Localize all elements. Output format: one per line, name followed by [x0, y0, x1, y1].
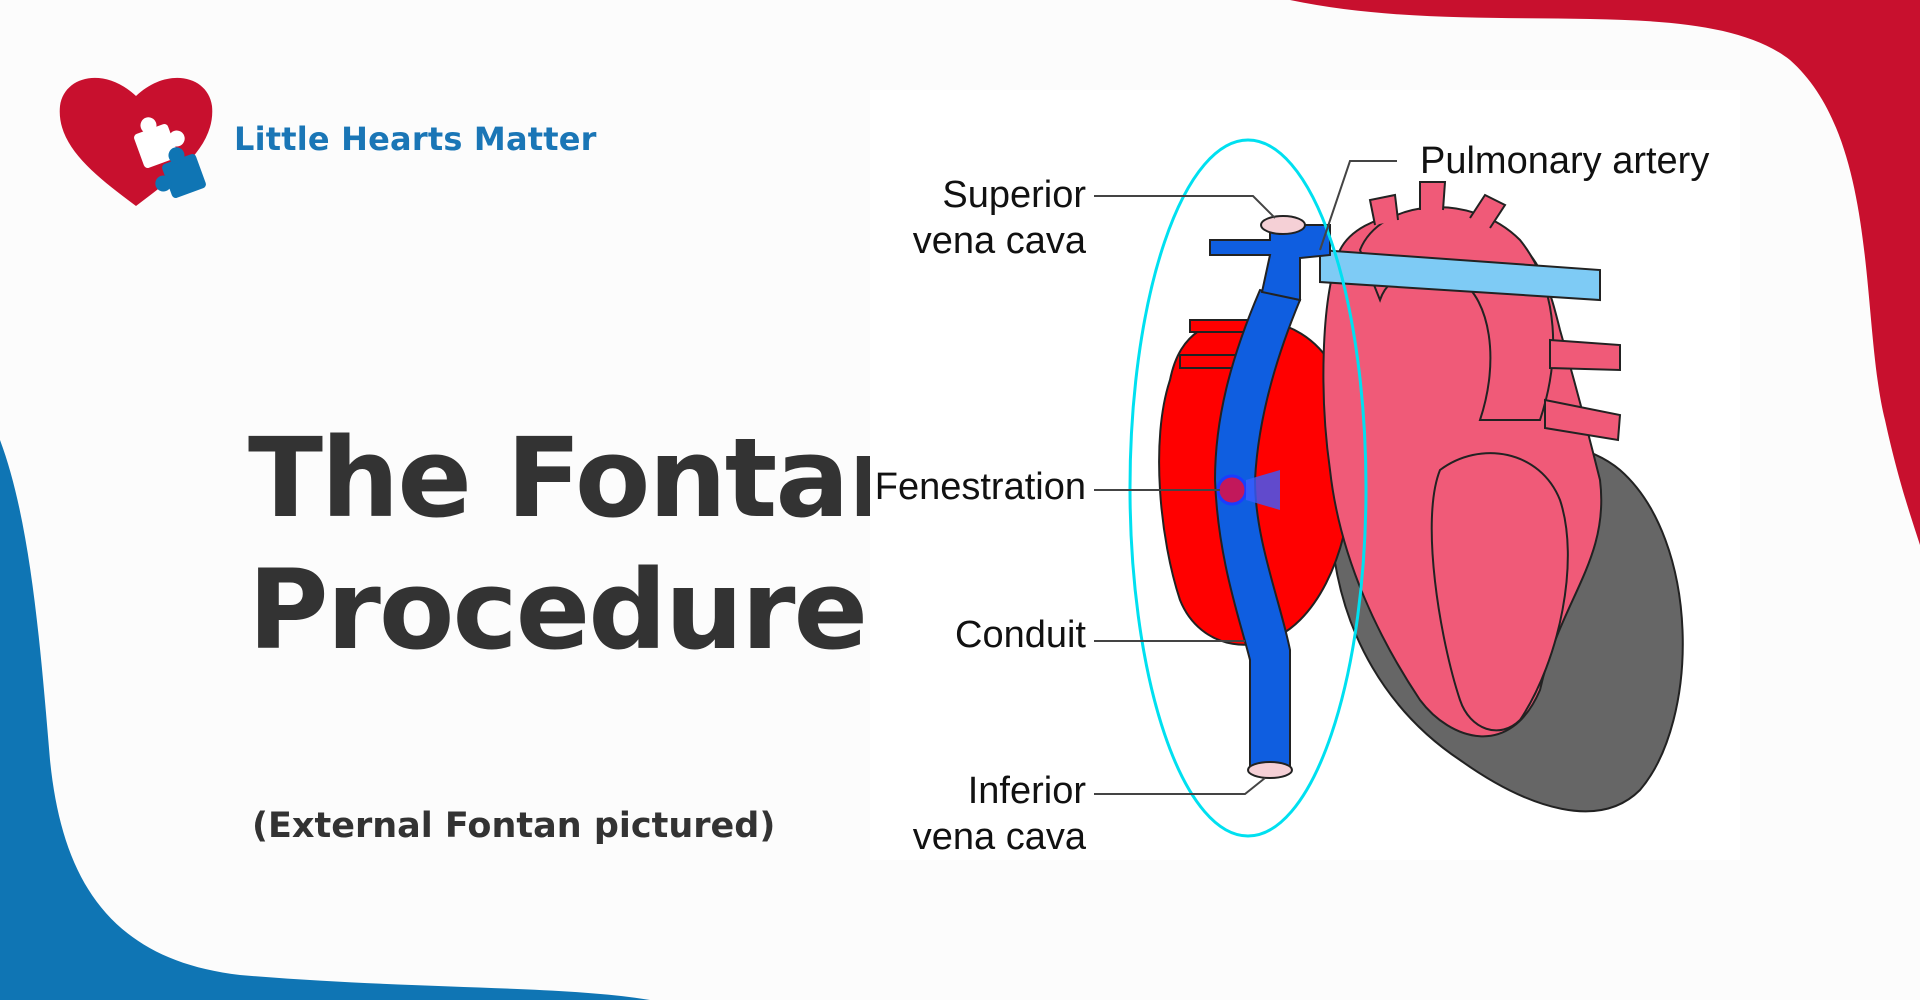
pulmonary-vein-1: [1549, 338, 1621, 372]
pulmonary-artery-branch: [1319, 248, 1601, 302]
arch-branch-2: [1419, 181, 1447, 211]
arch-branch-3: [1469, 193, 1507, 229]
label-svc-line-2: vena cava: [912, 220, 1086, 262]
label-pulmonary-artery: Pulmonary artery: [1420, 140, 1710, 182]
ventricle-pink: [1430, 452, 1569, 732]
red-corner-swoosh: [1290, 0, 1920, 545]
label-ivc-line-1: Inferior: [967, 770, 1086, 812]
vessel-stub-1: [1189, 319, 1251, 333]
label-ivc-line-2: vena cava: [912, 816, 1086, 858]
title-line-2: Procedure: [248, 546, 868, 674]
pulmonary-vein-2: [1544, 398, 1622, 442]
conduit-highlight-ring: [1128, 138, 1368, 838]
label-svc-line-1: Superior: [942, 174, 1086, 216]
brand-logo[interactable]: Little Hearts Matter: [56, 66, 597, 211]
brand-name: Little Hearts Matter: [234, 119, 597, 158]
label-conduit: Conduit: [955, 614, 1086, 656]
arch-branch-1: [1368, 193, 1399, 226]
fenestration-flow: [1246, 470, 1280, 510]
leader-lines: [1094, 160, 1397, 795]
title-line-1: The Fontan: [248, 414, 926, 542]
label-inferior-vena-cava: Inferior vena cava: [880, 768, 1086, 860]
fenestration-hole: [1216, 474, 1248, 506]
blue-corner-swoosh: [0, 440, 650, 1000]
superior-vena-cava: [1209, 224, 1331, 302]
svc-opening: [1260, 215, 1306, 235]
page-subtitle: (External Fontan pictured): [252, 806, 776, 846]
page-title: The Fontan Procedure: [248, 412, 926, 676]
ivc-opening: [1247, 761, 1293, 779]
heart-puzzle-icon: [59, 77, 213, 207]
vessel-stub-2: [1179, 354, 1241, 369]
label-fenestration: Fenestration: [874, 466, 1086, 508]
label-superior-vena-cava: Superior vena cava: [880, 172, 1086, 264]
fontan-heart-diagram: [870, 90, 1740, 860]
